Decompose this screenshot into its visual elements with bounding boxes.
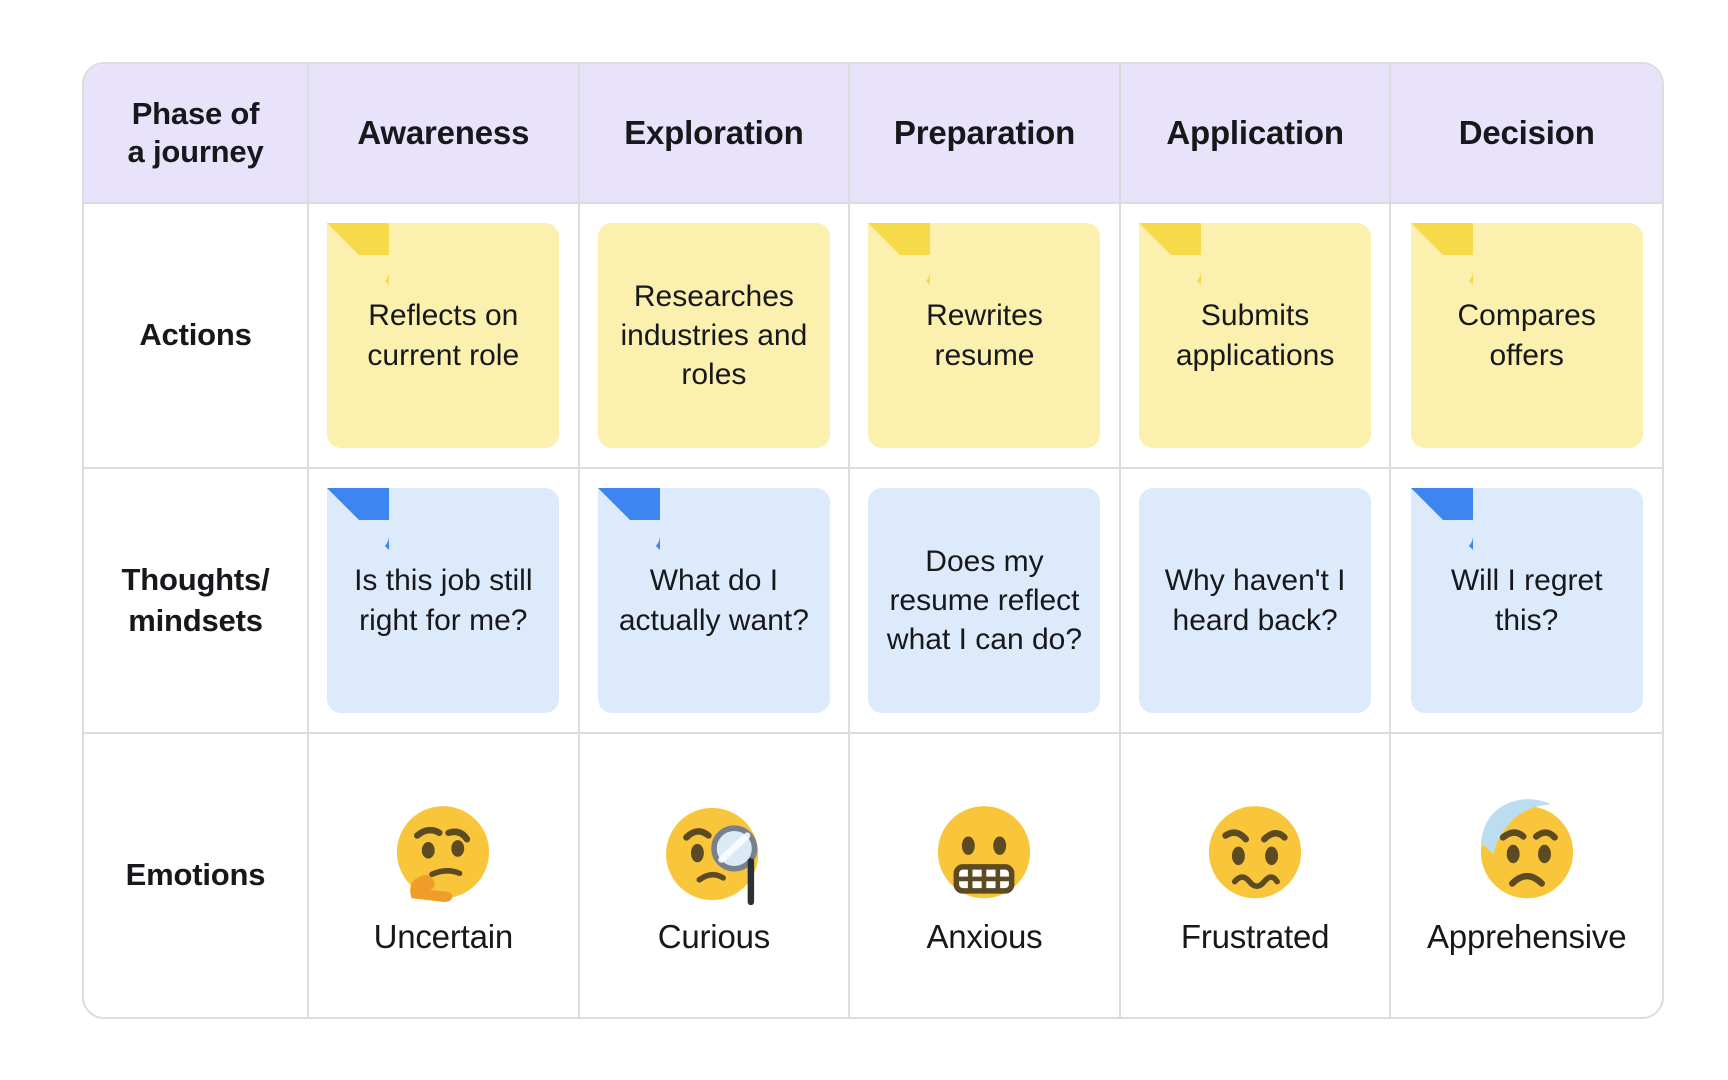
emotion-label: Anxious [926, 918, 1043, 956]
emotion-item: Uncertain [374, 795, 513, 955]
folded-corner-icon [1410, 223, 1473, 285]
face-with-monocle-emoji [655, 795, 773, 913]
emotion-label: Curious [657, 918, 771, 956]
note-text: Does my resume reflect what I can do? [886, 544, 1083, 657]
row-label-thoughts-mindsets: Thoughts/ mindsets [84, 469, 309, 734]
note-text: Why haven't I heard back? [1164, 564, 1346, 637]
sticky-note[interactable]: Will I regret this? [1410, 488, 1643, 713]
sticky-note[interactable]: Submits applications [1139, 223, 1372, 448]
cell-emotions-decision: Apprehensive [1391, 734, 1662, 1017]
cell-thoughts-preparation: Does my resume reflect what I can do? [850, 469, 1121, 734]
folded-corner-icon [868, 223, 931, 285]
note-text: Researches industries and roles [620, 279, 808, 392]
note-text: What do I actually want? [618, 564, 809, 637]
woozy-face-emoji [1196, 795, 1314, 913]
cell-thoughts-application: Why haven't I heard back? [1120, 469, 1392, 734]
row-label-emotions: Emotions [84, 734, 309, 1017]
note-text: Is this job still right for me? [354, 564, 533, 637]
emotion-label: Apprehensive [1426, 918, 1627, 956]
cell-thoughts-awareness: Is this job still right for me? [309, 469, 580, 734]
folded-corner-icon [1410, 488, 1473, 550]
sticky-note[interactable]: Does my resume reflect what I can do? [868, 488, 1101, 713]
row-label-thoughts-line1: Thoughts/ [121, 562, 270, 598]
cell-actions-preparation: Rewrites resume [850, 204, 1121, 469]
header-phase-line2: a journey [127, 134, 264, 169]
thinking-face-emoji [384, 795, 502, 913]
header-decision: Decision [1391, 64, 1662, 204]
note-body [868, 488, 1101, 713]
grimacing-face-emoji [925, 795, 1043, 913]
sticky-note[interactable]: Researches industries and roles [597, 223, 830, 448]
note-text: Submits applications [1175, 299, 1335, 372]
note-text: Rewrites resume [926, 299, 1043, 372]
note-text: Compares offers [1457, 299, 1596, 372]
header-application: Application [1120, 64, 1392, 204]
sticky-note[interactable]: Rewrites resume [868, 223, 1101, 448]
folded-corner-icon [327, 223, 390, 285]
cell-actions-awareness: Reflects on current role [309, 204, 580, 469]
emotion-label: Uncertain [373, 918, 514, 956]
sticky-note[interactable]: Why haven't I heard back? [1139, 488, 1372, 713]
cell-emotions-application: Frustrated [1120, 734, 1392, 1017]
sticky-note[interactable]: Compares offers [1410, 223, 1643, 448]
anxious-face-with-sweat-emoji [1468, 795, 1586, 913]
emotion-item: Apprehensive [1426, 795, 1627, 956]
emotion-item: Frustrated [1181, 795, 1329, 955]
cell-emotions-exploration: Curious [579, 734, 851, 1017]
row-label-actions: Actions [84, 204, 309, 469]
emotion-item: Curious [655, 795, 773, 955]
cell-actions-exploration: Researches industries and roles [579, 204, 851, 469]
sticky-note[interactable]: Is this job still right for me? [327, 488, 560, 713]
row-label-thoughts-line2: mindsets [128, 602, 263, 638]
header-exploration: Exploration [579, 64, 851, 204]
folded-corner-icon [597, 488, 660, 550]
note-text: Reflects on current role [367, 299, 520, 372]
header-phase-of-a-journey: Phase of a journey [84, 64, 309, 204]
emotion-label: Frustrated [1180, 918, 1330, 956]
cell-actions-decision: Compares offers [1391, 204, 1662, 469]
header-phase-line1: Phase of [131, 95, 260, 131]
note-body [597, 223, 830, 448]
cell-emotions-awareness: Uncertain [309, 734, 580, 1017]
customer-journey-table: Phase of a journey Awareness Exploration… [82, 62, 1664, 1019]
header-awareness: Awareness [309, 64, 580, 204]
folded-corner-icon [327, 488, 390, 550]
sticky-note[interactable]: Reflects on current role [327, 223, 560, 448]
cell-thoughts-exploration: What do I actually want? [579, 469, 851, 734]
folded-corner-icon [1139, 223, 1202, 285]
sticky-note[interactable]: What do I actually want? [597, 488, 830, 713]
cell-thoughts-decision: Will I regret this? [1391, 469, 1662, 734]
emotion-item: Anxious [925, 795, 1043, 955]
note-body [1139, 488, 1372, 713]
header-preparation: Preparation [850, 64, 1121, 204]
note-text: Will I regret this? [1450, 564, 1603, 637]
cell-actions-application: Submits applications [1120, 204, 1392, 469]
cell-emotions-preparation: Anxious [850, 734, 1121, 1017]
